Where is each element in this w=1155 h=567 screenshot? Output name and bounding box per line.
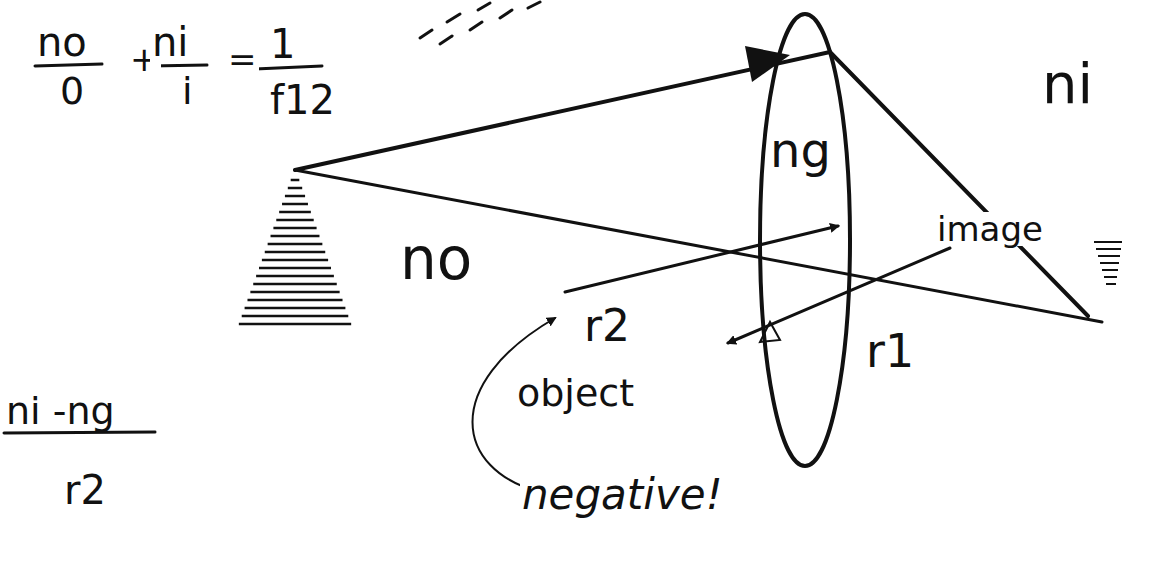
radius-label: r2 [582, 304, 632, 348]
hatch-line [253, 283, 337, 286]
hatch-line [250, 291, 339, 294]
hatch-line [291, 179, 300, 182]
hatch-line [273, 227, 316, 230]
hatch-line [271, 235, 320, 238]
formula-term: 1 [268, 24, 297, 64]
hatch-line [262, 259, 328, 262]
hatch-line [285, 195, 305, 198]
hatch-line [1106, 283, 1116, 285]
formula-term: no [35, 22, 89, 62]
formula-term: f12 [268, 80, 337, 120]
formula-term: ni -ng [4, 392, 117, 430]
hatch-line [1104, 276, 1117, 278]
formula-term: r2 [62, 470, 108, 510]
hatch-line [268, 243, 323, 246]
hatch-line [282, 203, 308, 206]
hatch-line [245, 307, 346, 310]
hatch-line [288, 187, 302, 190]
image-label: image [935, 212, 1045, 246]
hatch-line [1096, 248, 1121, 250]
hatch-line [256, 275, 334, 278]
hatch-line [1098, 255, 1120, 257]
hatch-line [239, 323, 351, 326]
formula-term: 0 [58, 72, 86, 110]
medium-label: no [398, 230, 474, 288]
hatch-line [1100, 262, 1119, 264]
hatch-line [242, 315, 349, 318]
medium-label: ng [768, 126, 833, 174]
hatch-line [265, 251, 325, 254]
object-label: object [515, 374, 636, 412]
hatch-line [259, 267, 331, 270]
hatch-line [276, 219, 313, 222]
hatch-line [247, 299, 342, 302]
hatch-line [1094, 241, 1122, 243]
medium-label: ni [1040, 56, 1095, 112]
hatch-line [279, 211, 311, 214]
note-label: negative! [520, 474, 725, 516]
formula-term: i [180, 72, 195, 110]
formula-sign: = [226, 42, 259, 76]
radius-label: r1 [864, 328, 916, 374]
hatch-line [1102, 269, 1118, 271]
formula-term: ni [150, 22, 190, 62]
